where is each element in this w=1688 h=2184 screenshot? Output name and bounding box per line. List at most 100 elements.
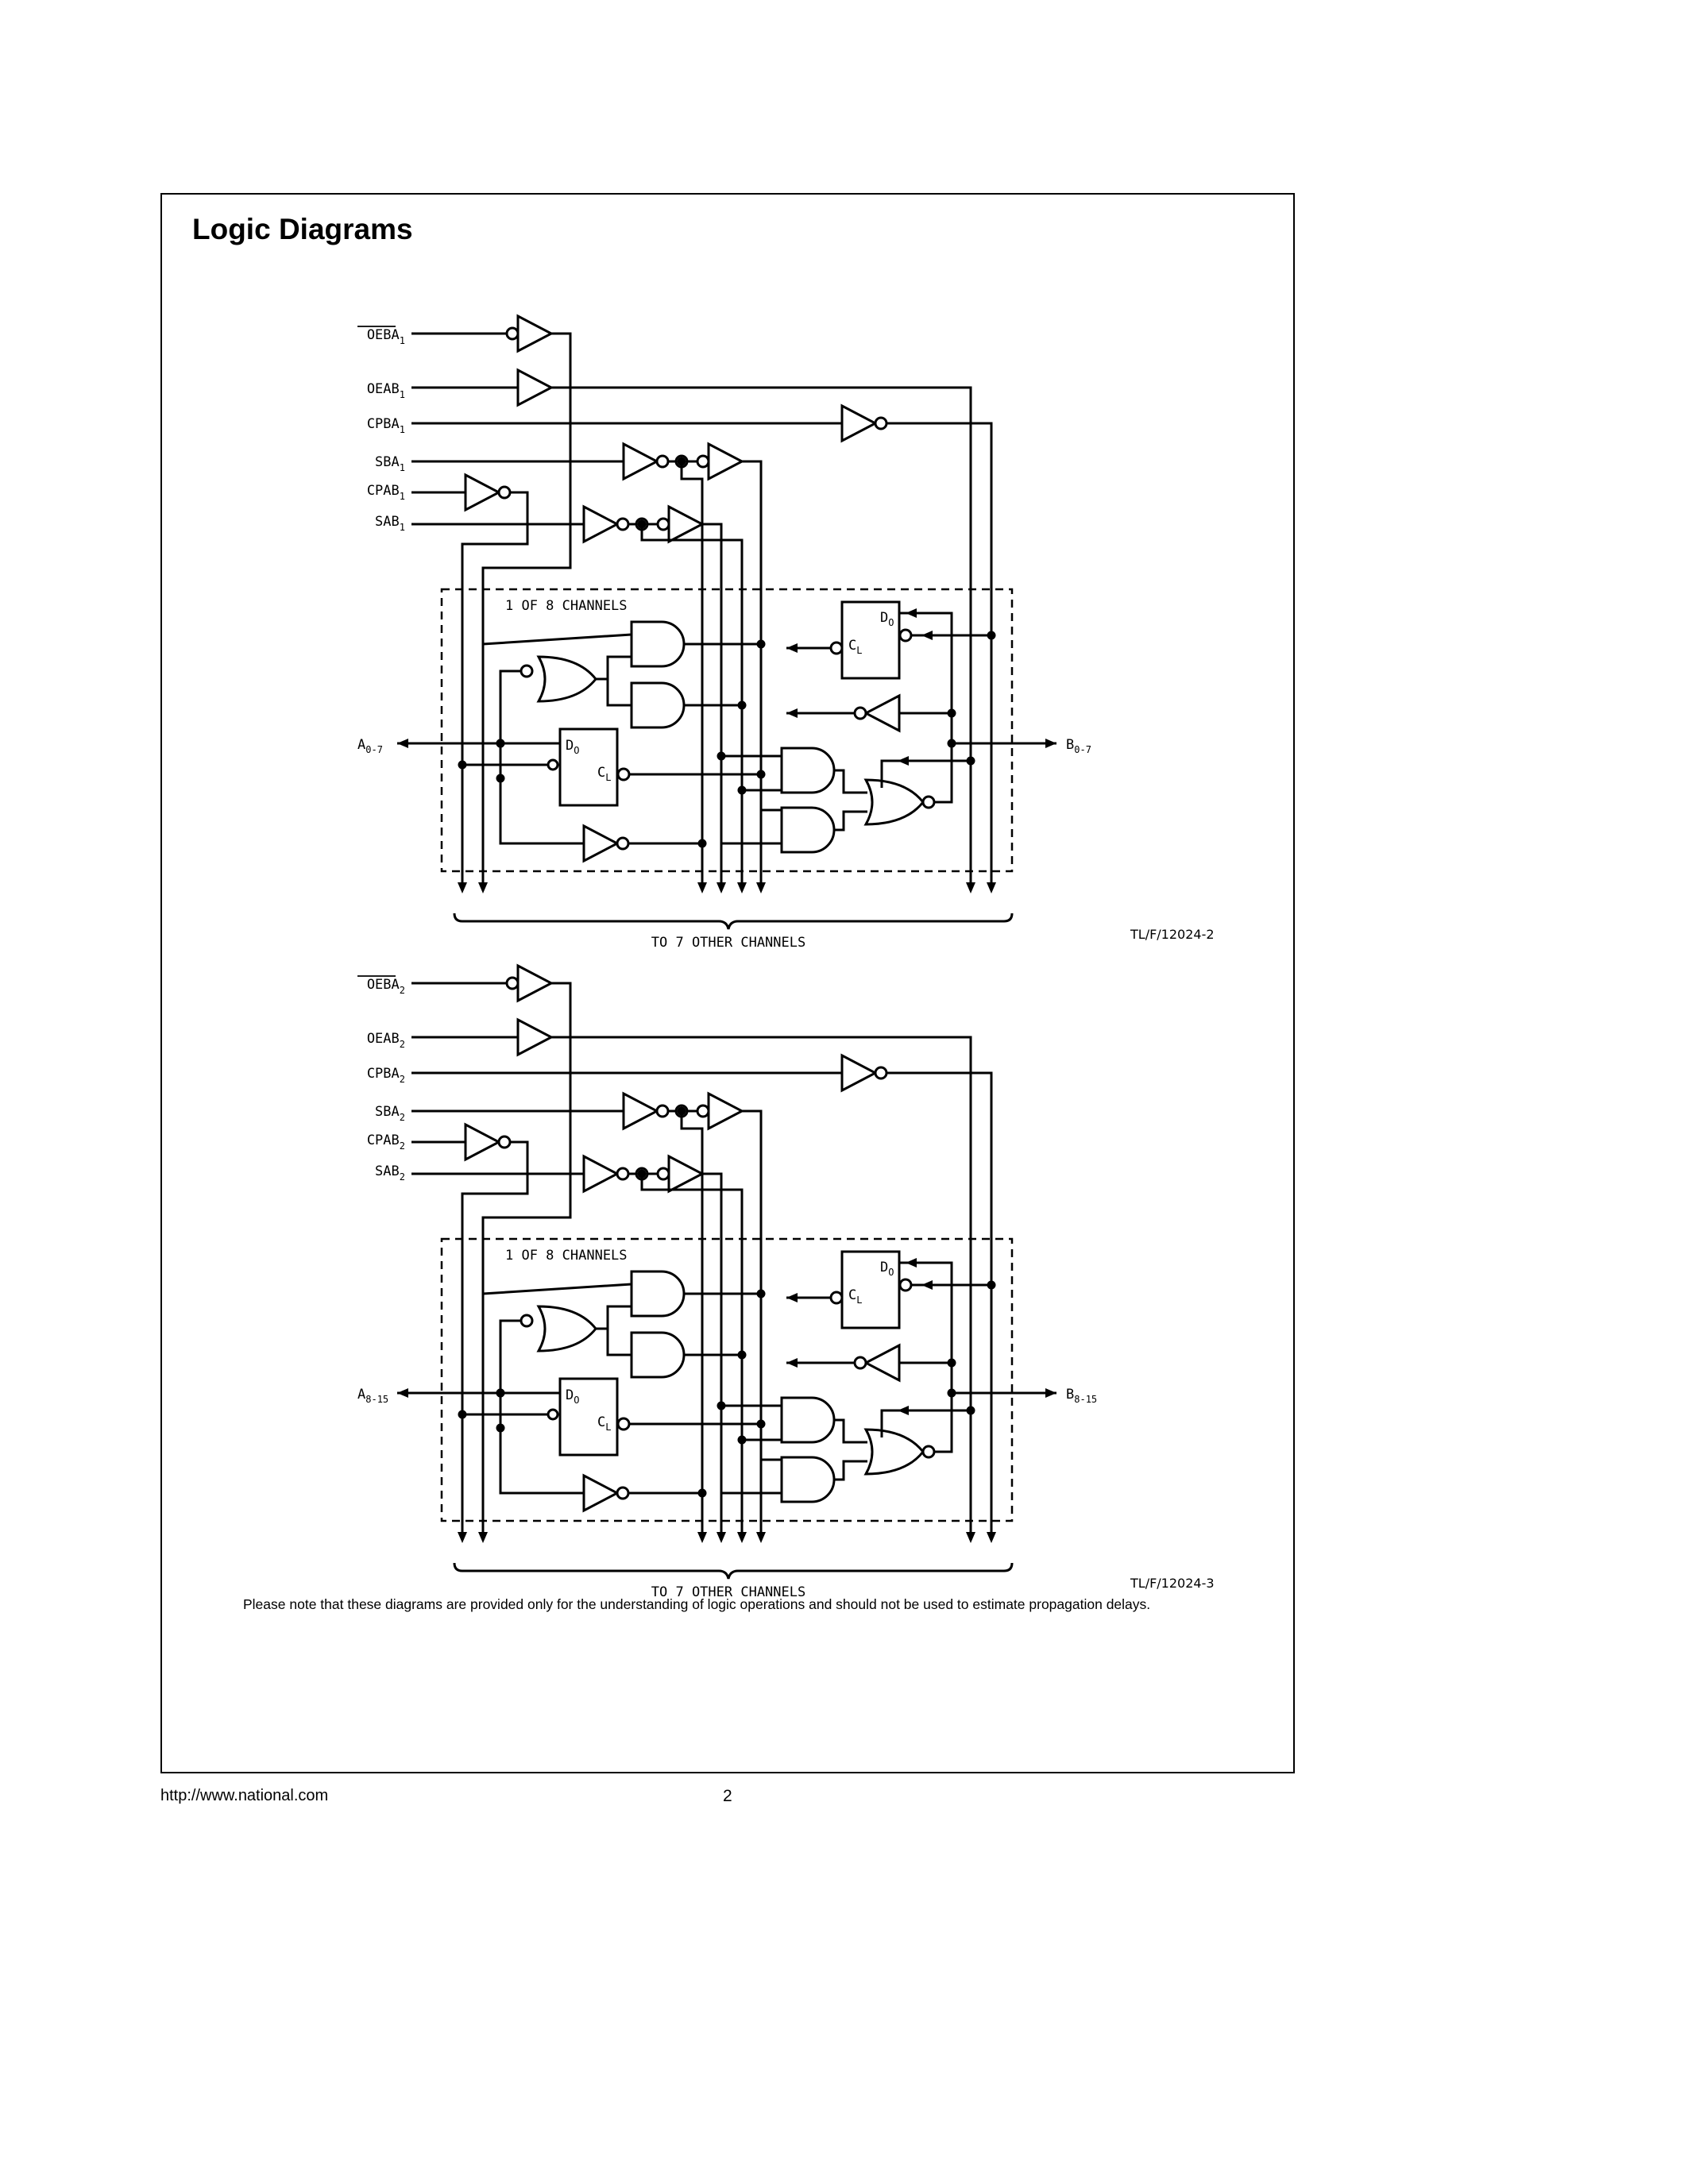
arrow-head [737,1532,747,1543]
wire [481,982,572,1535]
inversion-bubble [616,1417,631,1431]
wire [934,1393,953,1453]
page-number: 2 [723,1787,732,1805]
wire [680,461,704,886]
other-channels-label: TO 7 OTHER CHANNELS [651,1584,805,1600]
channel-label: 1 OF 8 CHANNELS [505,1248,628,1264]
inversion-bubble [898,1278,913,1292]
inversion-bubble [520,1314,534,1328]
figure-id-2: TL/F/12024-3 [1130,1576,1215,1591]
cpba-inverter [840,1053,879,1093]
junction-dot [737,700,747,710]
arrow-head [1045,739,1056,748]
cpab-inverter [464,1122,502,1162]
arrow-head [898,756,909,766]
and-gate [630,1331,686,1379]
arrow-head [966,882,975,893]
inversion-bubble [616,1486,630,1500]
inversion-bubble [656,517,670,531]
footer-url: http://www.national.com [160,1787,329,1804]
inversion-bubble [874,416,888,430]
inversion-bubble [656,1167,670,1181]
arrow-head [966,1532,975,1543]
sab-buffer [667,504,705,544]
junction-dot [966,1406,975,1415]
arrow-head [717,1532,726,1543]
and-gate [780,1396,836,1444]
inversion-bubble [921,1445,936,1459]
label-oeba: OEBA1 [367,327,405,346]
junction-dot [756,770,766,779]
port-a-label: A0-7 [357,737,383,755]
arrow-head [756,1532,766,1543]
inversion-bubble [616,517,630,531]
clock-bubble [547,758,559,771]
and-gate [780,747,836,794]
flipflop-d-label: DO [566,1387,579,1406]
label-sba: SBA1 [375,454,405,473]
wire [461,1140,529,1535]
flipflop-d-label: DO [566,738,579,756]
sba-buffer [707,442,745,481]
wire [481,332,572,886]
inversion-bubble [696,454,710,469]
sab-inverter [582,1154,620,1194]
arrow-head [786,708,798,718]
inversion-bubble [616,1167,630,1181]
inversion-bubble [616,767,631,781]
junction-dot [756,639,766,649]
label-sab: SAB2 [375,1163,405,1183]
wire [596,1305,632,1330]
wire [551,1036,972,1535]
cpab-inverter [464,473,502,512]
arrow-head [987,882,996,893]
sba-inverter [622,1091,660,1131]
wire [482,1283,632,1295]
wire [499,1428,584,1495]
flipflop-c-label: CL [848,638,862,656]
content-frame [160,193,1295,1773]
junction-dot [458,760,467,770]
label-oeba: OEBA2 [367,977,405,996]
flipflop-c-label: CL [597,765,611,783]
label-sba: SBA2 [375,1104,405,1123]
propagation-delay-note: Please note that these diagrams are prov… [243,1596,1151,1612]
arrow-head [697,882,707,893]
a-to-b-inverter [582,824,620,863]
oeab-buffer [516,1017,554,1057]
junction-dot [987,631,996,640]
junction-dot [697,1488,707,1498]
channel-label: 1 OF 8 CHANNELS [505,598,628,614]
inversion-bubble [655,454,670,469]
inversion-bubble [874,1066,888,1080]
wire [702,523,723,886]
wire [596,655,632,681]
junction-dot [737,1435,747,1445]
or-gate [863,778,925,826]
cpba-inverter [840,403,879,443]
junction-dot [737,785,747,795]
arrow-head [717,882,726,893]
and-gate [780,806,836,854]
b-register-flipflop [840,600,901,680]
wire [886,1071,993,1535]
arrow-head [906,608,917,618]
wire [834,769,867,794]
channel-boundary [440,1237,1014,1522]
arrow-head [756,882,766,893]
wire [606,679,632,707]
wire [702,1172,723,1535]
and-gate [630,620,686,668]
channel-boundary [440,588,1014,873]
oeab-buffer [516,368,554,407]
arrow-head [898,1406,909,1415]
other-channels-label: TO 7 OTHER CHANNELS [651,935,805,951]
inversion-bubble [696,1104,710,1118]
figure-id-1: TL/F/12024-2 [1130,927,1215,942]
label-cpba: CPBA1 [367,416,405,435]
arrow-head [458,1532,467,1543]
channel-brace [453,913,1014,930]
wire [880,759,971,788]
junction-dot [756,1419,766,1429]
wire [461,491,529,886]
